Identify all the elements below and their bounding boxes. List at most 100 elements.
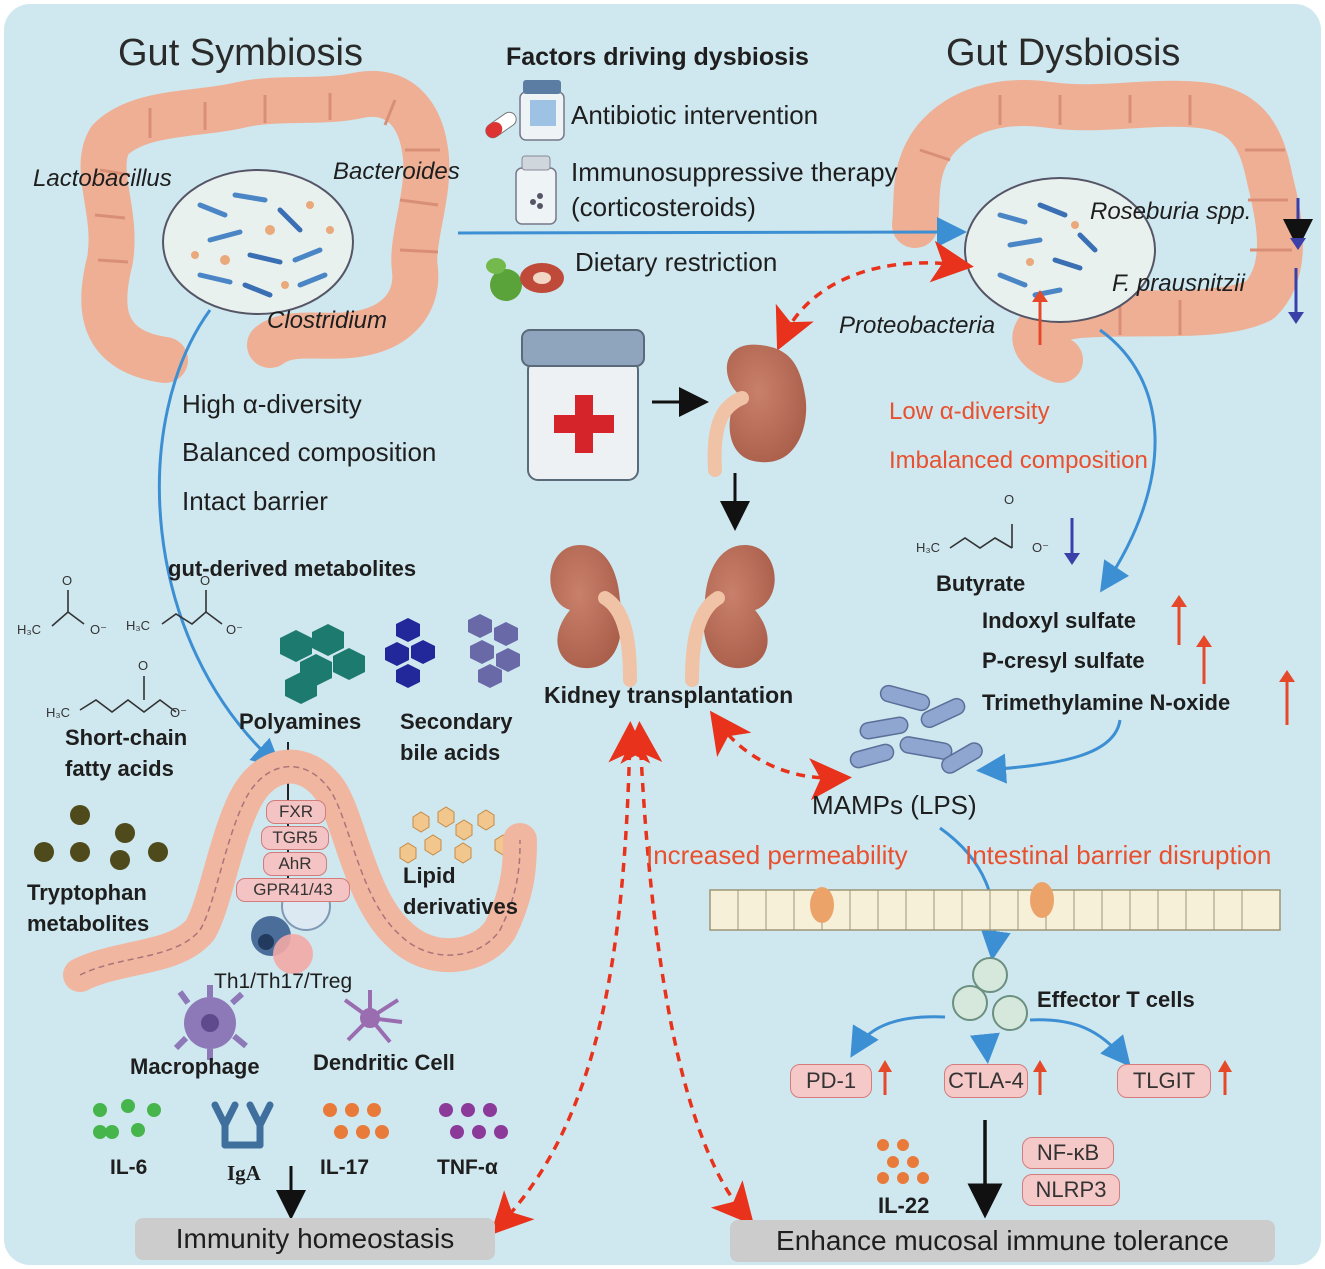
bacteria-bacteroides: Bacteroides <box>333 158 460 185</box>
mucosal-tolerance-box: Enhance mucosal immune tolerance <box>730 1220 1275 1262</box>
mamps-label: MAMPs (LPS) <box>812 790 977 820</box>
checkpoint-tlgit: TLGIT <box>1117 1064 1211 1098</box>
polyamines-label: Polyamines <box>239 709 362 734</box>
il6-icon <box>93 1099 161 1139</box>
tryptophan-label-line1: Tryptophan <box>27 880 147 905</box>
feature-low-diversity: Low α-diversity <box>889 398 1050 425</box>
factor-antibiotic: Antibiotic intervention <box>571 100 819 130</box>
macrophage-icon <box>173 985 248 1060</box>
food-icon <box>486 258 564 301</box>
bacteria-proteobacteria: Proteobacteria <box>839 312 996 339</box>
tnf-icon <box>439 1103 508 1139</box>
dendritic-cell-icon <box>343 990 403 1044</box>
up-arrow-heads <box>878 290 1295 1072</box>
tryptophan-label-line2: metabolites <box>27 911 150 936</box>
symbiosis-to-metabolites-arrow <box>157 309 282 770</box>
chem-o-1: O <box>62 573 73 588</box>
receptor-gpr41-43: GPR41/43 <box>236 878 350 902</box>
symbiosis-bacteria <box>191 192 334 298</box>
cytokine-il17-label: IL-17 <box>320 1156 370 1179</box>
bile-acids-dark-icon <box>385 618 435 688</box>
il22-label: IL-22 <box>878 1193 930 1218</box>
cytokine-il6-label: IL-6 <box>110 1156 148 1179</box>
chem-h3c-1: H₃C <box>17 622 42 637</box>
barrier-disruption-label: Intestinal barrier disruption <box>965 840 1272 870</box>
down-arrows <box>1070 198 1313 556</box>
il22-icon <box>877 1139 929 1184</box>
feature-imbalanced: Imbalanced composition <box>889 447 1148 474</box>
up-arrows <box>883 300 1289 1095</box>
bile-acids-label-line1: Secondary <box>400 709 513 734</box>
down-arrow-heads <box>1064 238 1306 565</box>
factors-heading: Factors driving dysbiosis <box>506 43 809 71</box>
capsule-icon <box>485 111 517 139</box>
chem-h3c-butyrate: H₃C <box>916 540 941 555</box>
receptor-ahr: AhR <box>263 852 327 876</box>
tcell-to-ctla4-arrow <box>969 1032 1000 1064</box>
dysbiosis-colon <box>892 80 1303 383</box>
metabolites-to-mamps-arrow <box>976 719 1122 784</box>
bacteria-clostridium: Clostridium <box>267 307 388 334</box>
chemical-structures <box>51 524 1013 713</box>
increased-permeability-label: Increased permeability <box>646 840 908 870</box>
factor-corticosteroids: (corticosteroids) <box>571 192 756 222</box>
mamps-to-tcells-arrow <box>939 826 1011 961</box>
scfa-label-line2: fatty acids <box>65 756 174 781</box>
gut-symbiosis-title: Gut Symbiosis <box>118 32 363 74</box>
effector-t-cells-label: Effector T cells <box>1037 987 1195 1012</box>
dysbiosis-colon-folds <box>919 95 1292 335</box>
dysbiosis-kidney-dashed-arrow <box>775 240 974 351</box>
bile-acids-light-icon <box>468 614 520 688</box>
lipid-label-line1: Lipid <box>403 863 456 888</box>
disrupted-epithelium <box>709 882 1281 931</box>
il17-icon <box>323 1103 389 1139</box>
cytokine-iga-label: IgA <box>227 1161 261 1185</box>
villus-epithelium <box>63 749 537 992</box>
dendritic-cell-label: Dendritic Cell <box>313 1050 455 1075</box>
chem-o-2: O <box>200 573 211 588</box>
chem-o-butyrate: O <box>1004 492 1015 507</box>
transplant-mamps-dashed-arrow <box>709 710 852 801</box>
checkpoint-ctla4: CTLA-4 <box>944 1064 1028 1098</box>
iga-icon <box>211 1101 274 1149</box>
dysbiosis-to-metabolites-arrow <box>1099 328 1157 593</box>
feature-balanced: Balanced composition <box>182 437 437 467</box>
symbiosis-to-dysbiosis-arrow <box>457 217 967 248</box>
factor-diet: Dietary restriction <box>575 247 778 277</box>
checkpoint-pd1: PD-1 <box>790 1064 872 1098</box>
factor-immunosuppressive: Immunosuppressive therapy <box>571 157 898 187</box>
bacteria-roseburia: Roseburia spp. <box>1090 198 1252 225</box>
indoxyl-sulfate-label: Indoxyl sulfate <box>982 608 1137 633</box>
chem-o-minus-butyrate: O⁻ <box>1032 540 1049 555</box>
transplant-kidneys-icon <box>550 545 775 687</box>
kidney-transplantation-label: Kidney transplantation <box>544 682 794 708</box>
chem-o-minus-3: O⁻ <box>170 705 187 720</box>
pathway-nfkb: NF-κB <box>1022 1137 1114 1169</box>
receptor-fxr: FXR <box>266 800 326 824</box>
receptor-tgr5: TGR5 <box>261 826 329 850</box>
chem-o-minus-2: O⁻ <box>226 622 243 637</box>
tryptophan-icon <box>34 805 168 870</box>
tcell-to-tlgit-arrow <box>1029 1018 1131 1067</box>
feature-intact-barrier: Intact barrier <box>182 486 328 516</box>
gut-dysbiosis-title: Gut Dysbiosis <box>946 32 1181 74</box>
butyrate-label: Butyrate <box>936 571 1026 596</box>
bacteria-lactobacillus: Lactobacillus <box>33 165 172 192</box>
feature-high-diversity: High α-diversity <box>182 389 362 419</box>
tmao-label: Trimethylamine N-oxide <box>982 690 1231 715</box>
tcell-to-pd1-arrow <box>850 1015 946 1058</box>
antibiotic-bottle-icon <box>519 80 565 141</box>
effector-t-cells-icon <box>952 957 1028 1031</box>
immunity-homeostasis-box: Immunity homeostasis <box>135 1218 495 1260</box>
p-cresyl-sulfate-label: P-cresyl sulfate <box>982 648 1145 673</box>
transplant-tolerance-dashed-arrow <box>620 721 755 1226</box>
drug-jar-icon <box>521 329 645 481</box>
chem-o-3: O <box>138 658 149 673</box>
chem-h3c-3: H₃C <box>46 705 71 720</box>
t-cell-subsets-label: Th1/Th17/Treg <box>214 970 353 993</box>
symbiosis-colon-folds <box>94 93 440 264</box>
scfa-label-line1: Short-chain <box>65 725 188 750</box>
chem-o-minus-1: O⁻ <box>90 622 107 637</box>
